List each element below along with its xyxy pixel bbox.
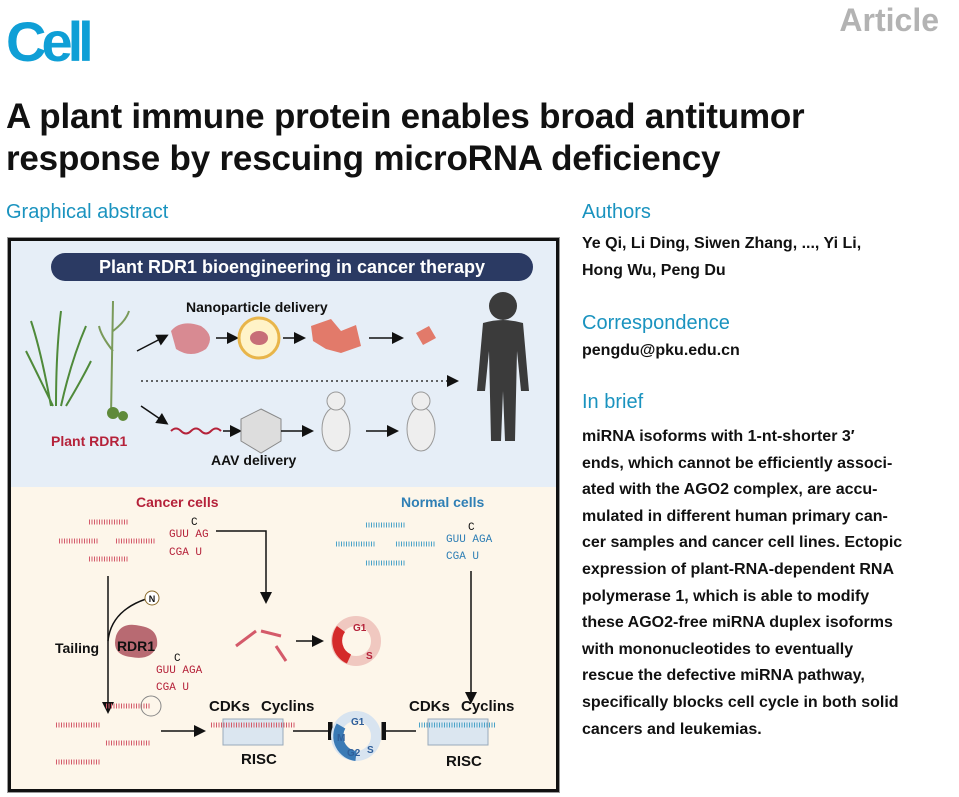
cyclins-label: Cyclins	[461, 698, 514, 715]
authors-line: Ye Qi, Li Ding, Siwen Zhang, ..., Yi Li,	[582, 235, 862, 252]
brief-line: cer samples and cancer cell lines. Ectop…	[582, 534, 903, 552]
cancer-mirna-duplexes	[59, 519, 156, 562]
brief-line: rescue the defective miRNA pathway,	[582, 667, 865, 685]
authors-line: Hong Wu, Peng Du	[582, 261, 726, 279]
brief-line: with mononucleotides to eventually	[582, 640, 854, 658]
brief-line: ated with the AGO2 complex, are accu-	[582, 481, 878, 499]
risc-complex-icon	[222, 718, 284, 746]
brief-line: cancers and leukemias.	[582, 720, 762, 738]
tailed-mirna-duplexes	[56, 703, 151, 765]
nucleotide-label: N	[149, 594, 156, 604]
journal-logo: Cell	[6, 10, 94, 73]
seq-label: CGA U	[446, 551, 479, 563]
aav-label: AAV delivery	[211, 452, 297, 468]
in-brief-text: miRNA isoforms with 1-nt-shorter 3′ ends…	[582, 424, 952, 743]
mouse-icon	[406, 391, 436, 452]
aav-icon	[240, 408, 282, 454]
rdr1-label: RDR1	[117, 638, 155, 654]
phase-label: G1	[353, 623, 367, 634]
authors-heading: Authors	[582, 201, 651, 223]
cyclins-label: Cyclins	[261, 698, 314, 715]
seq-label: C	[468, 522, 475, 534]
phase-label: S	[367, 745, 374, 756]
rdr1-protein-icon	[171, 323, 210, 354]
graphical-abstract-heading: Graphical abstract	[6, 201, 169, 223]
phase-label: S	[366, 651, 373, 662]
in-brief-heading: In brief	[582, 391, 644, 413]
brief-line: mulated in different human primary can-	[582, 507, 888, 525]
correspondence-email[interactable]: pengdu@pku.edu.cn	[582, 342, 740, 359]
brief-line: polymerase 1, which is able to modify	[582, 587, 870, 605]
seq-label: GUU AG	[169, 529, 209, 541]
normal-cells-label: Normal cells	[401, 494, 484, 510]
risc-label: RISC	[446, 753, 482, 770]
banner-text: Plant RDR1 bioengineering in cancer ther…	[99, 257, 485, 277]
reduced-tumor-icon	[416, 326, 436, 345]
title-line: response by rescuing microRNA deficiency	[6, 139, 721, 178]
delivery-panel	[11, 241, 556, 487]
rdr1-gene-icon	[170, 427, 222, 435]
mouse-icon	[321, 391, 351, 452]
tailing-label: Tailing	[55, 640, 99, 656]
authors-list: Ye Qi, Li Ding, Siwen Zhang, ..., Yi Li,…	[582, 231, 861, 284]
brief-line: miRNA isoforms with 1-nt-shorter 3′	[582, 428, 855, 445]
article-type: Article	[839, 2, 939, 38]
phase-label: G1	[351, 717, 365, 728]
risc-complex-icon	[427, 718, 489, 746]
cdks-label: CDKs	[209, 698, 250, 715]
degraded-mirna-fragments	[235, 629, 288, 662]
article-title: A plant immune protein enables broad ant…	[6, 96, 805, 180]
brief-line: specifically blocks cell cycle in both s…	[582, 693, 899, 711]
seq-label: CGA U	[169, 547, 202, 559]
human-icon	[477, 292, 529, 441]
phase-label: G2	[347, 748, 361, 759]
nanoparticle-label: Nanoparticle delivery	[186, 299, 328, 315]
cdks-label: CDKs	[409, 698, 450, 715]
graphical-abstract: Plant RDR1 bioengineering in cancer ther…	[8, 238, 559, 792]
banner	[51, 253, 533, 281]
brief-line: these AGO2-free miRNA duplex isoforms	[582, 614, 893, 632]
brief-line: ends, which cannot be efficiently associ…	[582, 454, 893, 472]
seq-label: GUU AGA	[156, 665, 203, 677]
normal-mirna-duplexes	[336, 522, 436, 566]
seq-label: C	[174, 653, 181, 665]
title-line: A plant immune protein enables broad ant…	[6, 97, 805, 136]
seq-label: GUU AGA	[446, 534, 493, 546]
rdr1-protein-icon	[115, 624, 158, 658]
plant-label: Plant RDR1	[51, 433, 127, 449]
correspondence-heading: Correspondence	[582, 312, 730, 334]
tumor-cells-icon	[311, 319, 361, 353]
seq-label: C	[191, 517, 198, 529]
risc-label: RISC	[241, 751, 277, 768]
cancer-cells-label: Cancer cells	[136, 494, 219, 510]
seq-label: CGA U	[156, 682, 189, 694]
brief-line: expression of plant-RNA-dependent RNA	[582, 560, 895, 578]
plant-icon	[25, 300, 130, 421]
phase-label: M	[337, 733, 345, 744]
